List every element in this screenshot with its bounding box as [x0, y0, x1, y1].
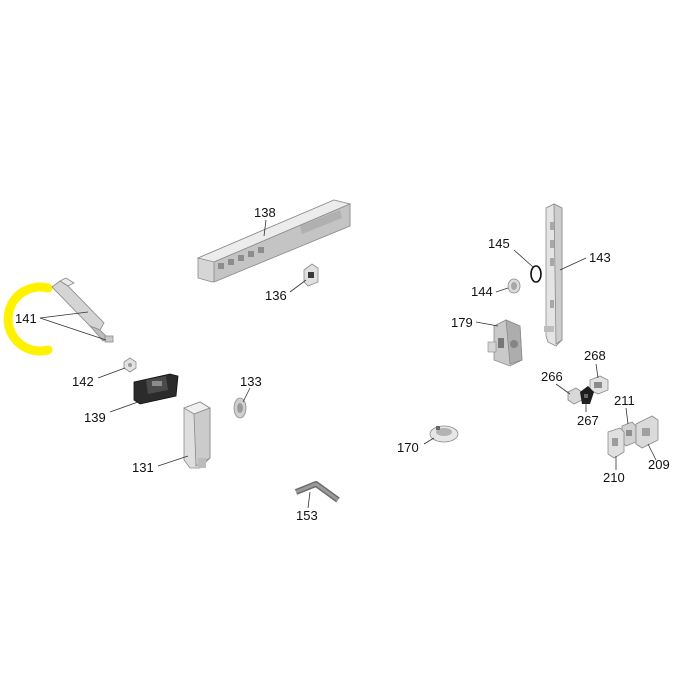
- label-179: 179: [451, 315, 473, 330]
- part-131: [183, 401, 211, 469]
- part-170: [429, 425, 459, 443]
- label-210: 210: [603, 470, 625, 485]
- leader-138: [263, 219, 267, 237]
- part-266: [567, 387, 583, 405]
- part-267: [580, 386, 594, 404]
- highlight-ring: [3, 282, 53, 356]
- label-133: 133: [240, 374, 262, 389]
- leader-145: [513, 249, 534, 268]
- leader-141-b: [39, 317, 107, 341]
- leader-136: [289, 279, 307, 293]
- label-211: 211: [614, 393, 635, 408]
- label-145: 145: [488, 236, 510, 251]
- label-267: 267: [577, 413, 599, 428]
- label-142: 142: [72, 374, 94, 389]
- label-143: 143: [589, 250, 611, 265]
- leader-144: [495, 287, 509, 293]
- leader-266: [555, 383, 571, 395]
- leader-209: [647, 443, 657, 461]
- label-268: 268: [584, 348, 606, 363]
- part-179: [487, 319, 523, 367]
- label-141: 141: [15, 311, 37, 326]
- part-153: [294, 481, 340, 503]
- label-138: 138: [254, 205, 276, 220]
- leader-142: [97, 367, 126, 379]
- part-133: [233, 397, 247, 419]
- part-210: [607, 427, 625, 459]
- part-145: [530, 265, 542, 283]
- part-209: [635, 415, 659, 449]
- part-139: [133, 373, 179, 405]
- label-139: 139: [84, 410, 106, 425]
- leader-143: [559, 257, 587, 271]
- part-138: [196, 199, 352, 283]
- leader-131: [157, 455, 189, 467]
- leader-139: [109, 401, 139, 413]
- label-266: 266: [541, 369, 563, 384]
- part-144: [507, 278, 521, 294]
- leader-268: [595, 363, 599, 379]
- leader-141-a: [39, 311, 89, 319]
- leader-133: [242, 387, 251, 403]
- leader-211: [625, 407, 629, 425]
- part-136: [303, 263, 319, 287]
- label-131: 131: [132, 460, 154, 475]
- label-144: 144: [471, 284, 493, 299]
- label-170: 170: [397, 440, 419, 455]
- part-141: [51, 277, 114, 343]
- part-143: [544, 203, 563, 347]
- label-136: 136: [265, 288, 287, 303]
- label-153: 153: [296, 508, 318, 523]
- part-142: [123, 357, 137, 373]
- leader-179: [475, 321, 499, 327]
- leader-170: [423, 437, 435, 445]
- leader-153: [307, 491, 311, 509]
- label-209: 209: [648, 457, 670, 472]
